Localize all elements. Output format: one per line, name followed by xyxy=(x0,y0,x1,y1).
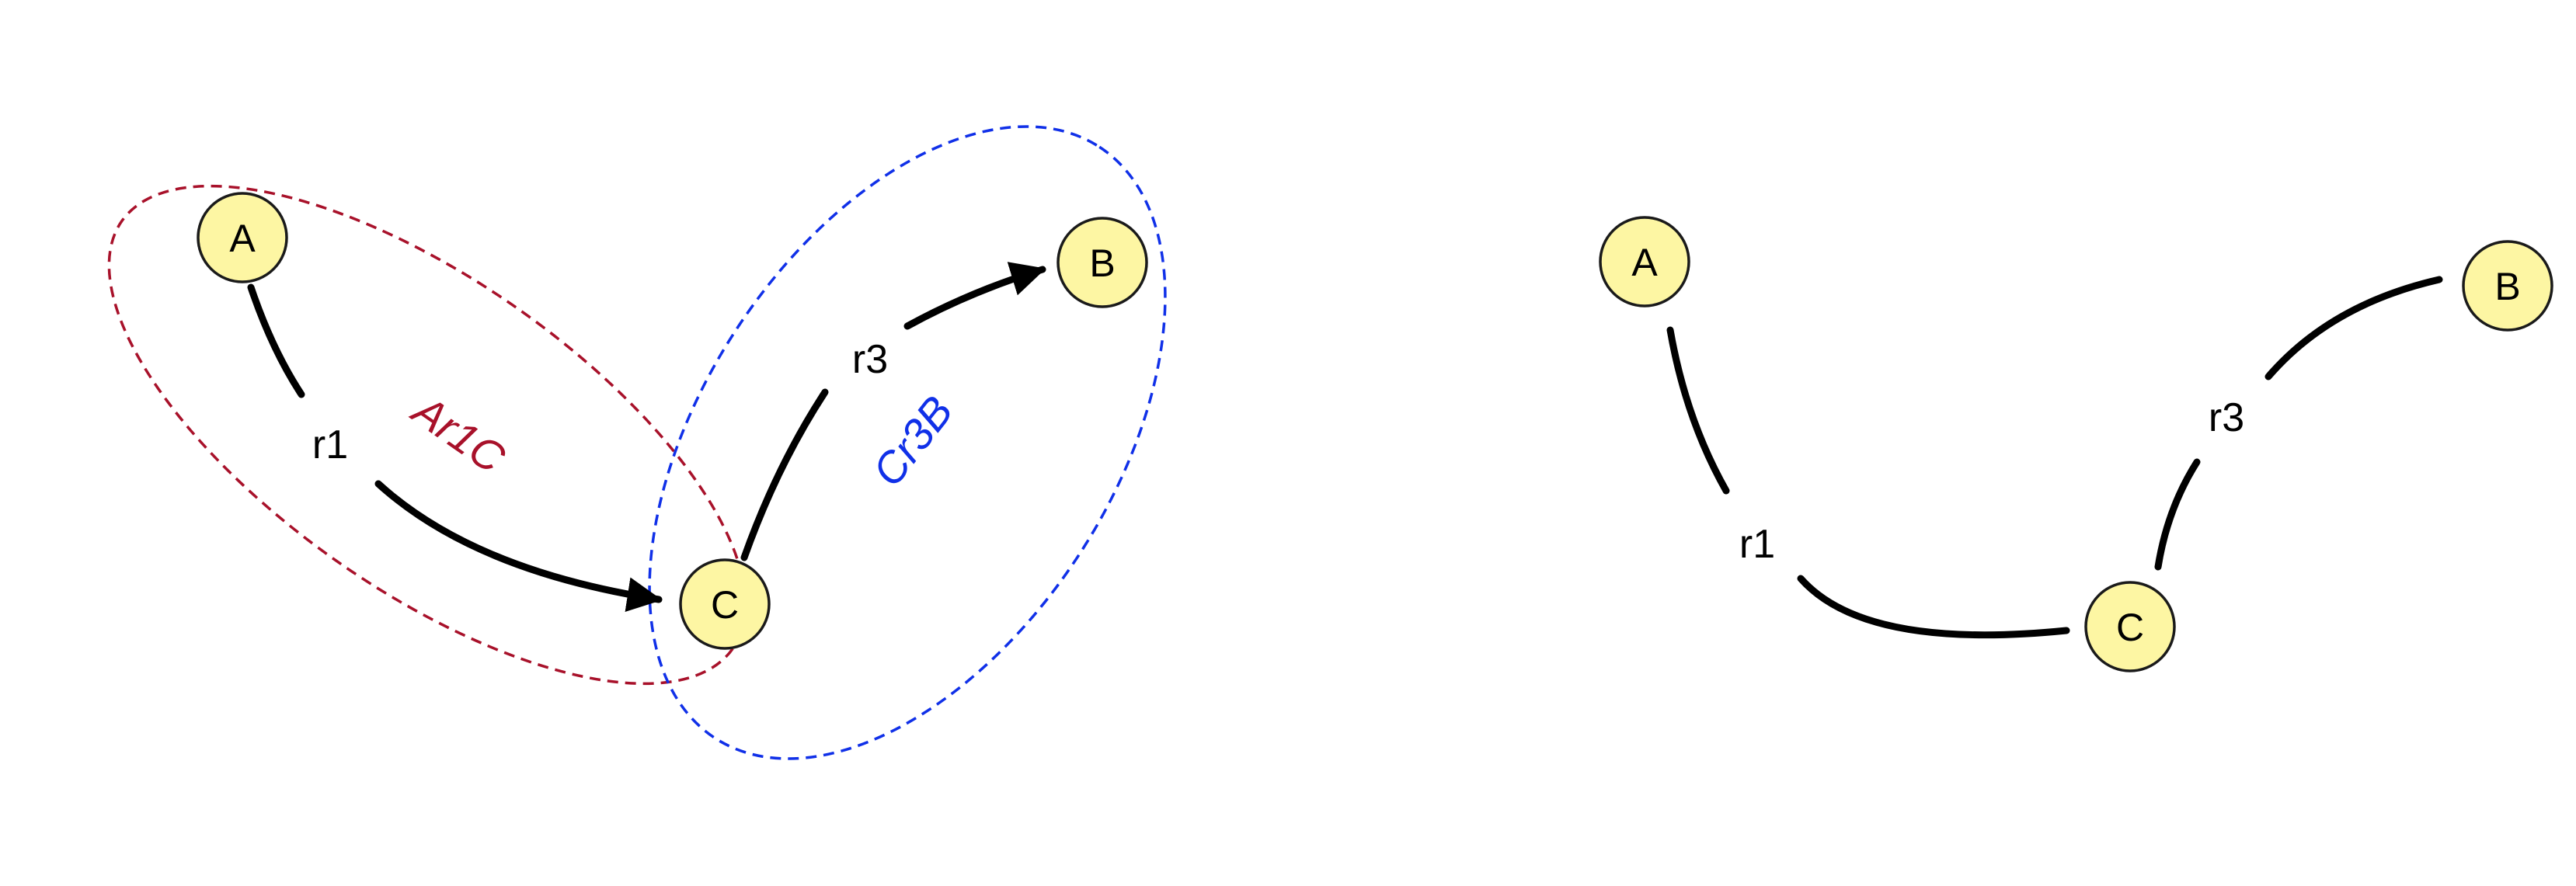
edge-r3-label: r3 xyxy=(852,337,888,382)
node-c-label: C xyxy=(711,583,739,627)
node-c-label: C xyxy=(2116,606,2144,649)
edge-r3-segment-top xyxy=(2264,276,2443,380)
group-cr3b-outline xyxy=(648,125,1167,760)
node-b-label: B xyxy=(1089,241,1115,285)
edge-r1-segment-top xyxy=(247,283,305,398)
node-a: A xyxy=(1599,216,1690,307)
edge-r3-segment-bottom xyxy=(2154,458,2201,571)
left-diagram: Ar1C Cr3B r1 r3 A B C xyxy=(107,125,1167,760)
edge-r3-label: r3 xyxy=(2209,395,2244,440)
node-a: A xyxy=(197,192,288,283)
node-b-label: B xyxy=(2494,265,2520,308)
edge-r1-segment-top xyxy=(1666,326,1730,495)
node-a-label: A xyxy=(229,217,256,260)
edge-r1-segment-bottom xyxy=(1797,575,2070,639)
node-c: C xyxy=(679,558,771,650)
edge-r1-label: r1 xyxy=(312,422,348,467)
node-b: B xyxy=(1057,217,1148,308)
edge-r3-arrow xyxy=(903,262,1046,330)
node-b: B xyxy=(2462,240,2553,332)
right-diagram: r1 r3 A B C xyxy=(1599,216,2553,672)
edge-r1-label: r1 xyxy=(1739,522,1775,567)
group-ar1c-label: Ar1C xyxy=(402,384,514,483)
node-a-label: A xyxy=(1631,241,1658,284)
node-c: C xyxy=(2084,581,2176,672)
group-cr3b-label: Cr3B xyxy=(863,387,963,495)
edge-r1-arrow xyxy=(374,480,663,613)
edge-r3-segment-bottom xyxy=(740,388,829,561)
